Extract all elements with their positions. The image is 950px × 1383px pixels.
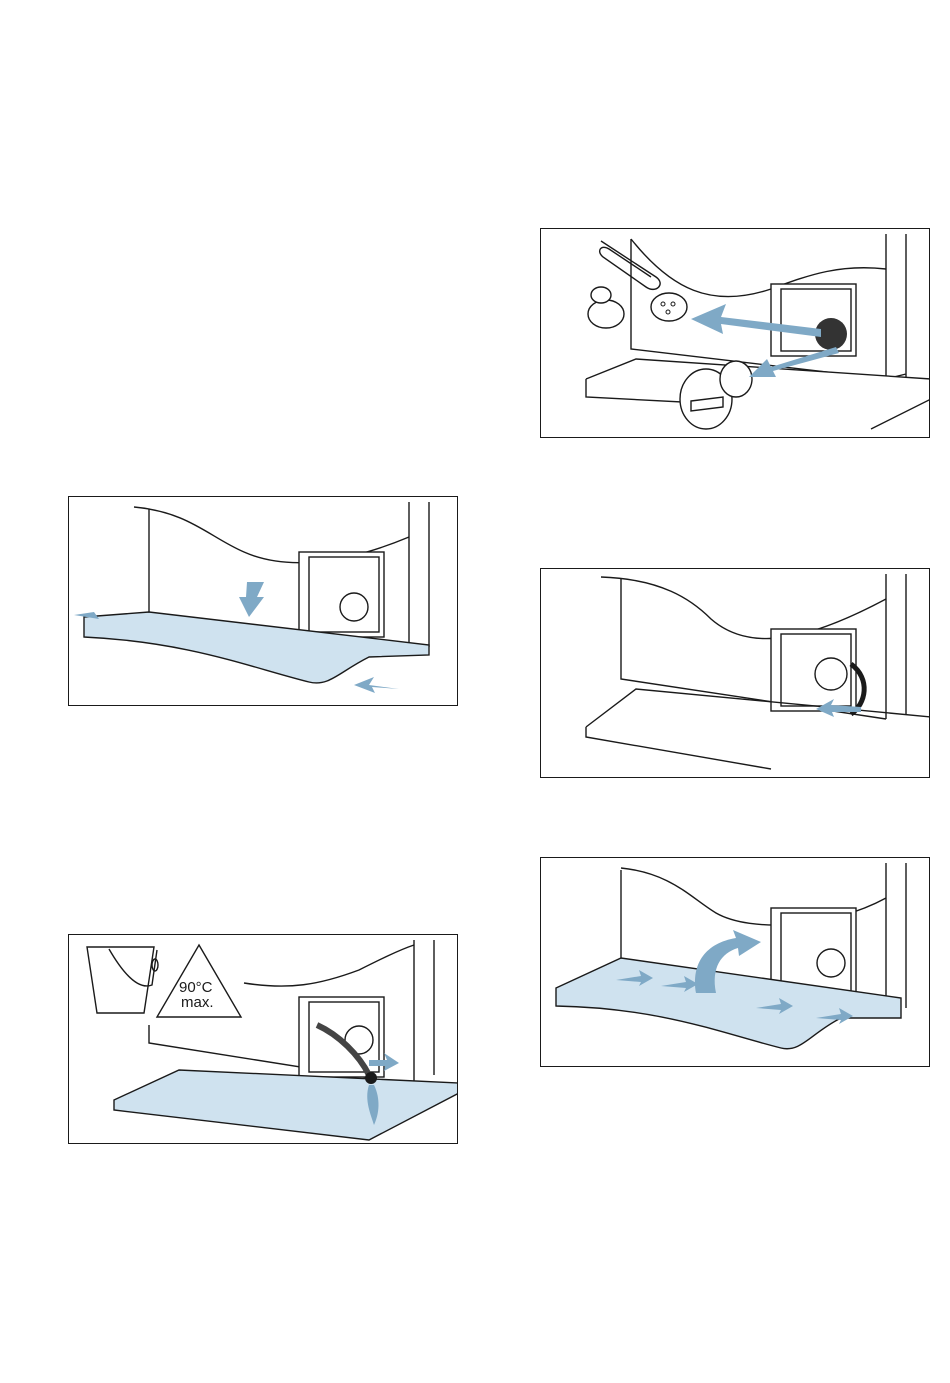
arrow-left-icon	[354, 677, 399, 693]
arrow-down-icon	[239, 582, 264, 617]
figure-turn-filter	[540, 568, 930, 778]
bucket-icon	[87, 947, 158, 1013]
figure-open-cover	[68, 496, 458, 706]
warning-max-label: max.	[181, 994, 214, 1011]
paperclip-icon	[600, 241, 660, 289]
ring-icon	[588, 287, 624, 328]
warning-triangle-icon: 90°C max.	[157, 945, 241, 1017]
button-icon	[651, 293, 687, 321]
figure-drain-hose: 90°C max.	[68, 934, 458, 1144]
figure-filter-removal	[540, 228, 930, 438]
figure-close-cover	[540, 857, 930, 1067]
